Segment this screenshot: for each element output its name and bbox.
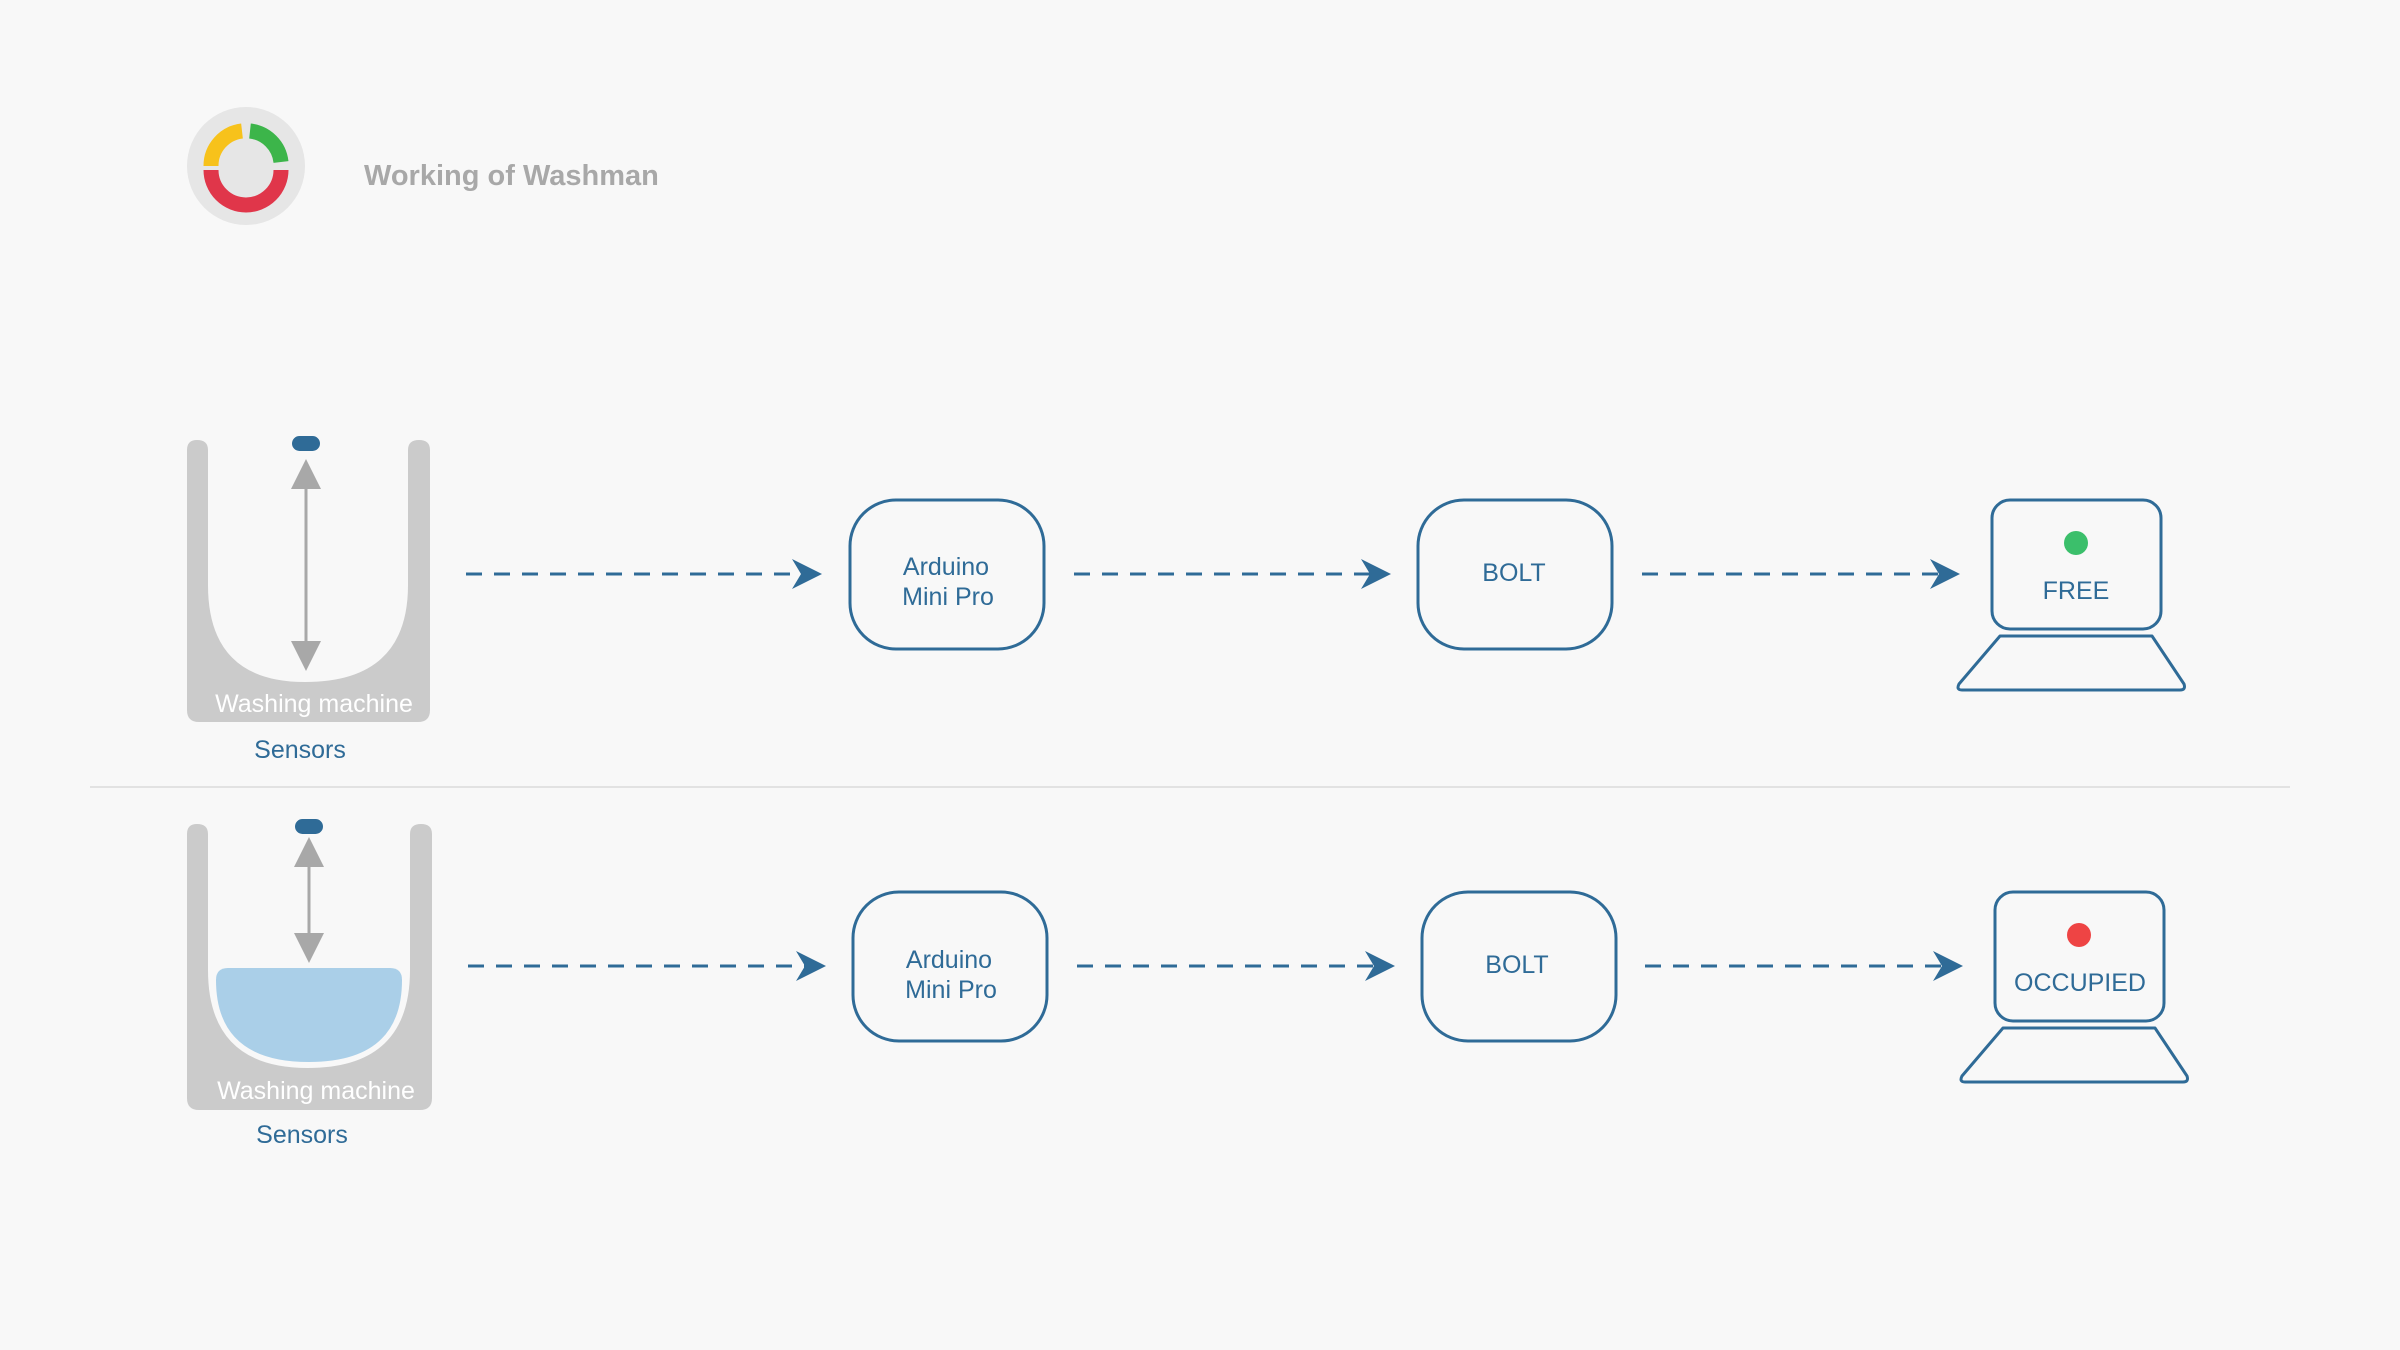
row-occupied: Washing machine Sensors Arduino Mini Pro… — [187, 819, 2189, 1149]
bolt-box — [1420, 890, 1618, 1043]
laptop-icon — [1956, 498, 2186, 692]
arduino-label-line1: Arduino — [903, 553, 989, 581]
washing-machine-label: Washing machine — [215, 690, 413, 718]
washing-machine-label: Washing machine — [217, 1077, 415, 1105]
bolt-label: BOLT — [1485, 951, 1548, 979]
arduino-box — [851, 890, 1049, 1043]
status-dot-free — [2064, 531, 2088, 555]
arduino-label-line2: Mini Pro — [902, 583, 994, 611]
bolt-box — [1416, 498, 1614, 651]
status-dot-occupied — [2067, 923, 2091, 947]
bolt-label: BOLT — [1482, 559, 1545, 587]
sensors-label: Sensors — [256, 1121, 348, 1149]
sensor-icon — [295, 819, 323, 834]
page-title: Working of Washman — [364, 160, 659, 192]
row-free: Washing machine Sensors Arduino Mini Pro… — [187, 436, 2186, 764]
status-label-free: FREE — [2043, 577, 2110, 605]
water-level — [216, 968, 402, 1062]
status-label-occupied: OCCUPIED — [2014, 969, 2146, 997]
arduino-box — [848, 498, 1046, 651]
sensors-label: Sensors — [254, 736, 346, 764]
laptop-icon — [1959, 890, 2189, 1084]
washing-machine-icon — [187, 824, 432, 1110]
sensor-icon — [292, 436, 320, 451]
washing-machine-icon — [187, 440, 430, 722]
arduino-label-line1: Arduino — [906, 946, 992, 974]
arduino-label-line2: Mini Pro — [905, 976, 997, 1004]
logo-icon — [187, 107, 305, 225]
